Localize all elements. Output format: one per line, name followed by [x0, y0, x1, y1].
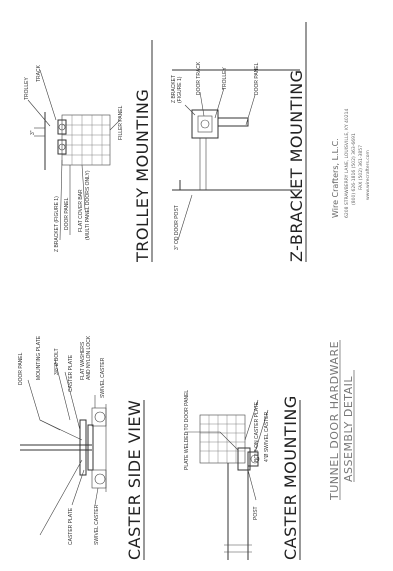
- label-z-bracket: Z BRACKET: [171, 75, 177, 103]
- label-dim-3in: 3": [30, 130, 36, 135]
- caster-mounting-group: PLATE WELDED TO DOOR PANEL BOLT-ON CASTE…: [184, 390, 301, 560]
- label-door-post: 3" OD DOOR POST: [174, 205, 180, 250]
- company-block: Wire Crafters, L.L.C. 6208 STRAWBERRY LA…: [331, 109, 371, 218]
- label-multi-panel: (MULTI PANEL DOORS ONLY): [85, 170, 91, 240]
- label-swivel-caster-right: SWIVEL CASTER: [100, 357, 106, 398]
- z-bracket-mounting-group: Z BRACKET (FIGURE 1) DOOR TRACK TROLLEY …: [171, 22, 307, 262]
- label-swivel-caster-left: SWIVEL CASTER: [94, 504, 100, 545]
- label-flat-washers: FLAT WASHERS: [80, 341, 86, 380]
- label-mounting-plate: MOUNTING PLATE: [36, 335, 42, 380]
- title-trolley-mounting: TROLLEY MOUNTING: [133, 89, 152, 263]
- label-trolley-z: TROLLEY: [222, 67, 228, 90]
- label-filler-panel: FILLER PANEL: [118, 105, 124, 140]
- label-door-track: DOOR TRACK: [196, 61, 202, 95]
- label-swivel-caster-mount: 4"Ø SWIVEL CASTER: [264, 411, 270, 462]
- company-web: www.wirecrafters.com: [365, 150, 371, 200]
- company-fax: FAX (502) 361-3857: [358, 145, 364, 190]
- title-assembly-line1: TUNNEL DOOR HARDWARE: [328, 341, 341, 501]
- title-z-bracket-mounting: Z-BRACKET MOUNTING: [287, 69, 306, 262]
- assembly-title-group: TUNNEL DOOR HARDWARE ASSEMBLY DETAIL: [328, 340, 355, 501]
- label-door-panel-trolley: DOOR PANEL: [64, 197, 70, 230]
- company-phone: (800) 626-1816 (502) 363-6691: [351, 133, 357, 205]
- label-caster-plate-left: CASTER PLATE: [68, 507, 74, 545]
- label-figure-1: (FIGURE 1): [177, 76, 183, 103]
- company-name: Wire Crafters, L.L.C.: [331, 138, 340, 218]
- title-caster-mounting: CASTER MOUNTING: [281, 395, 300, 560]
- mesh-panel: [199, 414, 246, 464]
- label-door-panel-side: DOOR PANEL: [18, 352, 24, 385]
- label-and-nylon-lock: AND NYLON LOCK: [86, 335, 92, 380]
- label-post: POST: [253, 506, 259, 520]
- label-door-panel-z: DOOR PANEL: [254, 62, 260, 95]
- label-bolt: 3/8"Ø BOLT: [54, 348, 60, 375]
- caster-side-view-group: DOOR PANEL MOUNTING PLATE 3/8"Ø BOLT CAS…: [18, 335, 145, 560]
- label-z-bracket-fig: Z BRACKET (FIGURE 1): [54, 196, 60, 252]
- label-plate-welded: PLATE WELDED TO DOOR PANEL: [184, 390, 190, 470]
- label-flat-cover-bar: FLAT COVER BAR: [78, 189, 84, 232]
- label-track: TRACK: [36, 64, 42, 82]
- label-bolt-on-caster: BOLT-ON CASTER PLATE: [254, 401, 260, 462]
- trolley-mounting-group: TROLLEY TRACK 3" Z BRACKET (FIGURE 1) DO…: [24, 40, 153, 263]
- company-address: 6208 STRAWBERRY LANE, LOUISVILLE, KY 402…: [344, 109, 350, 218]
- title-assembly-line2: ASSEMBLY DETAIL: [342, 376, 355, 482]
- title-caster-side-view: CASTER SIDE VIEW: [125, 400, 144, 560]
- trolley-mesh: [61, 114, 111, 166]
- label-trolley-top: TROLLEY: [24, 77, 30, 100]
- label-caster-plate-top: CASTER PLATE: [68, 354, 74, 392]
